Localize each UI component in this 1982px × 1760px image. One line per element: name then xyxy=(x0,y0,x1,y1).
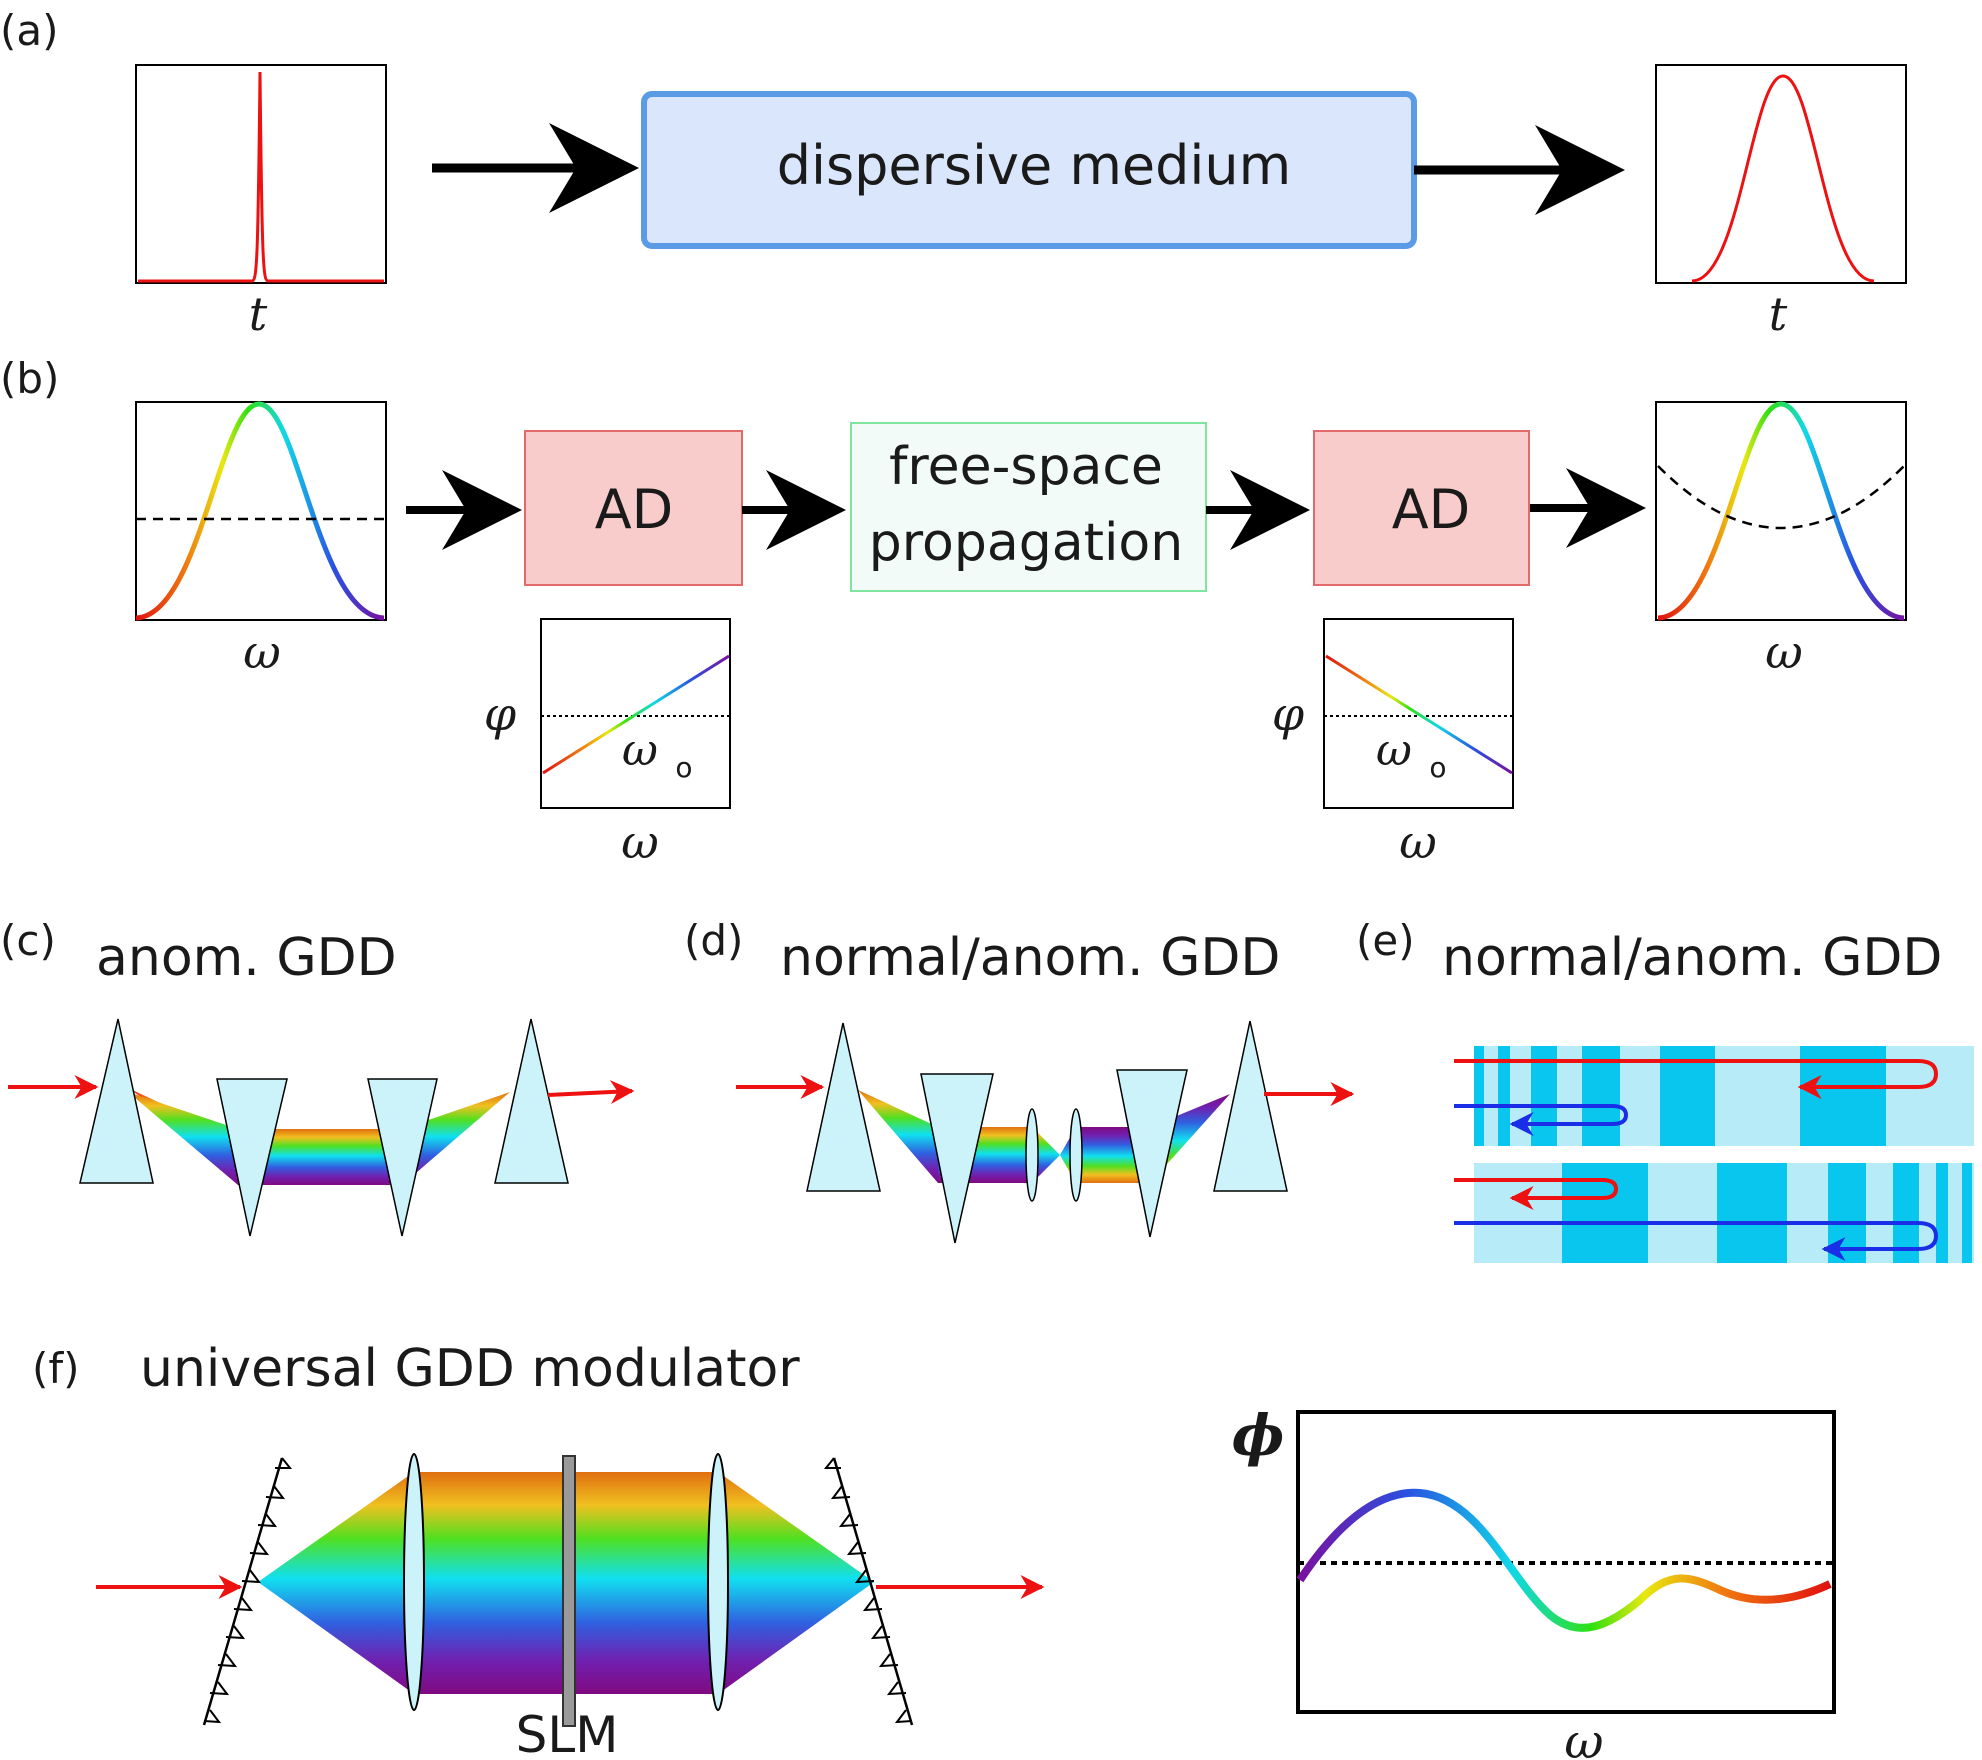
phase-plot-2-linear-phase xyxy=(1325,654,1513,775)
d-lens-1 xyxy=(1025,1108,1039,1202)
phase-plot-2-center-sub: o xyxy=(1429,751,1446,784)
grating-left xyxy=(202,1457,284,1726)
f-plot-x-label: ω xyxy=(1564,1714,1603,1760)
f-fan-left xyxy=(258,1472,414,1694)
free-space-label-line1: free-space xyxy=(889,437,1163,497)
output-pulse-plot xyxy=(1655,64,1907,284)
phase-plot-1-center-label: ω xyxy=(622,725,658,776)
input-pulse-curve xyxy=(138,71,384,283)
input-time-axis-label: t xyxy=(249,287,268,341)
phase-plot-1-center-sub: o xyxy=(675,751,692,784)
panel-d-title: normal/anom. GDD xyxy=(780,928,1280,988)
d-lens-2 xyxy=(1069,1108,1083,1202)
panel-f-label: (f) xyxy=(32,1344,80,1393)
free-space-label-line2: propagation xyxy=(869,513,1183,573)
ad-box-2-label: AD xyxy=(1392,478,1471,541)
panel-b: (b) ω AD free-space propagation AD ω φ ω… xyxy=(0,354,1907,869)
input-spectrum-curve xyxy=(135,401,385,621)
d-fan-left xyxy=(858,1090,938,1183)
e-blue-path-bottom xyxy=(1454,1221,1939,1261)
prism-1 xyxy=(79,1018,154,1184)
panel-d-label: (d) xyxy=(684,916,743,965)
d-fan-right xyxy=(1150,1094,1230,1183)
phase-plot-2-center-label: ω xyxy=(1376,725,1412,776)
output-spectrum-axis-label: ω xyxy=(1765,625,1803,679)
prism-2 xyxy=(216,1078,288,1237)
e-blue-path-top xyxy=(1454,1104,1629,1136)
e-red-path-top xyxy=(1454,1059,1939,1099)
panel-d: (d) normal/anom. GDD xyxy=(684,916,1355,1244)
output-spectrum-plot xyxy=(1655,401,1907,621)
panel-e: (e) normal/anom. GDD xyxy=(1356,916,1974,1263)
d-prism-4 xyxy=(1213,1020,1288,1192)
prism-fan-right xyxy=(402,1092,510,1185)
panel-f: (f) universal GDD modulator SLM ϕ ω xyxy=(32,1339,1836,1760)
output-spectrum-curve xyxy=(1657,401,1905,621)
f-phase-curve xyxy=(1296,1488,1832,1632)
ad-box-1 xyxy=(524,430,743,586)
panel-c-output-arrow xyxy=(547,1080,635,1105)
input-spectrum-axis-label: ω xyxy=(243,625,281,679)
slm-label: SLM xyxy=(516,1706,619,1760)
prism-3 xyxy=(367,1078,438,1237)
phase-plot-2-y-label: φ xyxy=(1272,687,1305,741)
grating-right-teeth xyxy=(823,1457,913,1724)
panel-e-label: (e) xyxy=(1356,916,1415,965)
slm-element xyxy=(562,1455,576,1727)
mirror-2-layer xyxy=(1717,1163,1787,1263)
d-prism-2 xyxy=(920,1073,994,1244)
prism-fan-left xyxy=(128,1092,238,1185)
free-space-box xyxy=(850,422,1207,592)
output-time-axis-label: t xyxy=(1769,287,1788,341)
phase-plot-1-linear-phase xyxy=(542,654,730,775)
panel-a-label: (a) xyxy=(0,6,59,55)
e-red-path-bottom xyxy=(1454,1178,1619,1210)
output-pulse-curve xyxy=(1691,74,1875,283)
mirror-2-layer xyxy=(1936,1163,1948,1263)
mirror-2-layer xyxy=(1893,1163,1919,1263)
grating-left-teeth xyxy=(203,1457,293,1724)
panel-c: (c) anom. GDD xyxy=(0,916,635,1237)
prism-4 xyxy=(494,1018,569,1184)
dispersive-medium-label: dispersive medium xyxy=(777,134,1292,197)
d-prism-1 xyxy=(806,1022,881,1192)
phase-plot-1-y-label: φ xyxy=(484,687,517,741)
panel-f-title: universal GDD modulator xyxy=(140,1339,800,1399)
panel-a: (a) t dispersive medium t xyxy=(0,6,1907,341)
phase-plot-2 xyxy=(1323,618,1514,809)
f-fan-right xyxy=(718,1472,874,1694)
f-lens-1 xyxy=(403,1453,425,1711)
panel-c-title: anom. GDD xyxy=(96,928,397,988)
f-lens-2 xyxy=(707,1453,729,1711)
phase-plot-2-x-label: ω xyxy=(1399,815,1437,869)
output-quadratic-phase xyxy=(1657,465,1905,530)
phase-plot-1-x-label: ω xyxy=(621,815,659,869)
panel-c-label: (c) xyxy=(0,916,56,965)
mirror-1-layer xyxy=(1474,1046,1484,1146)
d-focus-1 xyxy=(1032,1127,1060,1183)
f-plot-y-label: ϕ xyxy=(1232,1403,1285,1469)
mirror-2-layer xyxy=(1962,1163,1972,1263)
panel-e-title: normal/anom. GDD xyxy=(1442,928,1942,988)
ad-box-2 xyxy=(1313,430,1530,586)
mirror-1-layer xyxy=(1498,1046,1510,1146)
panel-b-label: (b) xyxy=(0,354,59,403)
ad-box-1-label: AD xyxy=(595,478,674,541)
grating-right xyxy=(832,1457,914,1726)
d-prism-3 xyxy=(1116,1069,1188,1238)
